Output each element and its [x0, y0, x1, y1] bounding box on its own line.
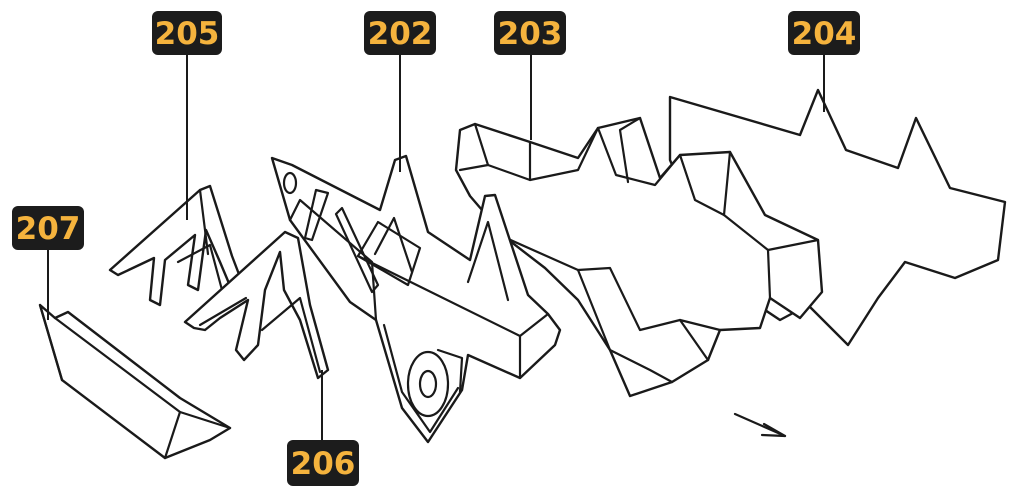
callout-label: 207 — [16, 211, 81, 247]
part-203-zigzag-block — [454, 116, 824, 398]
callout-204: 204 — [788, 11, 860, 55]
part-206-comb-insert — [183, 230, 330, 380]
part-202-main-frame — [270, 154, 562, 444]
callout-label: 206 — [291, 446, 356, 482]
callout-label: 205 — [155, 16, 220, 52]
part-205-stencil — [108, 184, 247, 307]
callout-label: 203 — [498, 16, 563, 52]
callout-205: 205 — [152, 11, 222, 55]
leader-lines — [47, 55, 825, 440]
callout-label: 202 — [368, 16, 433, 52]
direction-arrow-icon — [733, 412, 787, 438]
part-207-v-channel — [38, 303, 232, 460]
callout-202: 202 — [364, 11, 436, 55]
callout-label: 204 — [792, 16, 857, 52]
callout-203: 203 — [494, 11, 566, 55]
callout-206: 206 — [287, 440, 359, 486]
callout-207: 207 — [12, 206, 84, 250]
